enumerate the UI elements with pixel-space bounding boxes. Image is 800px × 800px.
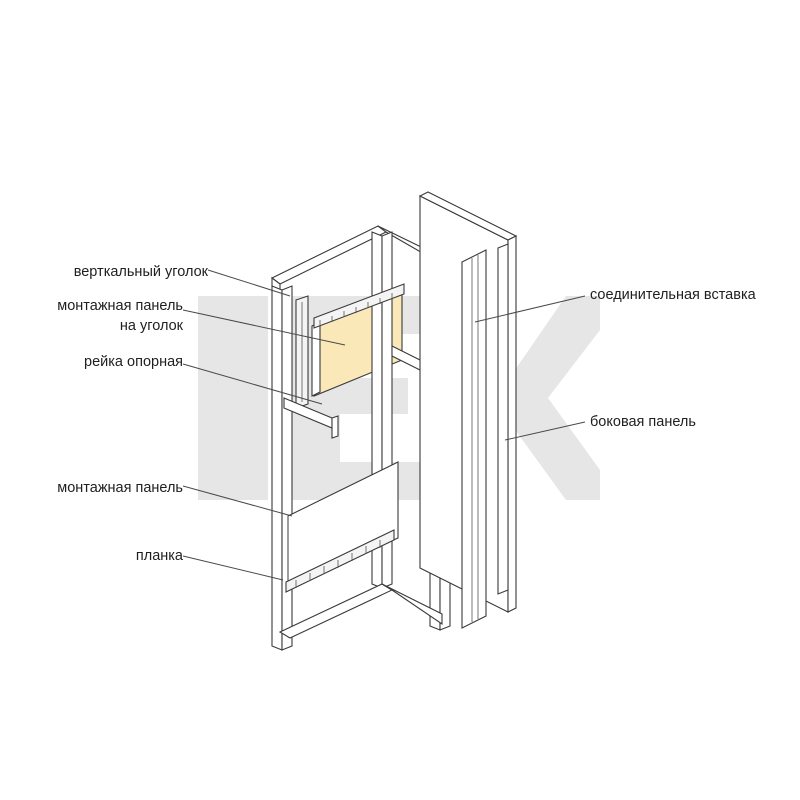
label-connecting-insert: соединительная вставка xyxy=(590,287,757,303)
label-mounting-panel: монтажная панель xyxy=(57,480,183,496)
label-vertical-angle: верткальный уголок xyxy=(74,264,209,280)
label-side-panel: боковая панель xyxy=(590,414,696,430)
label-mounting-panel-angle-line2: на уголок xyxy=(120,318,184,334)
leader-lines xyxy=(182,269,586,581)
label-strip: планка xyxy=(136,548,184,564)
label-mounting-panel-angle-line1: монтажная панель xyxy=(57,298,183,314)
side-parts xyxy=(418,191,518,629)
label-support-rail: рейка опорная xyxy=(84,354,183,370)
